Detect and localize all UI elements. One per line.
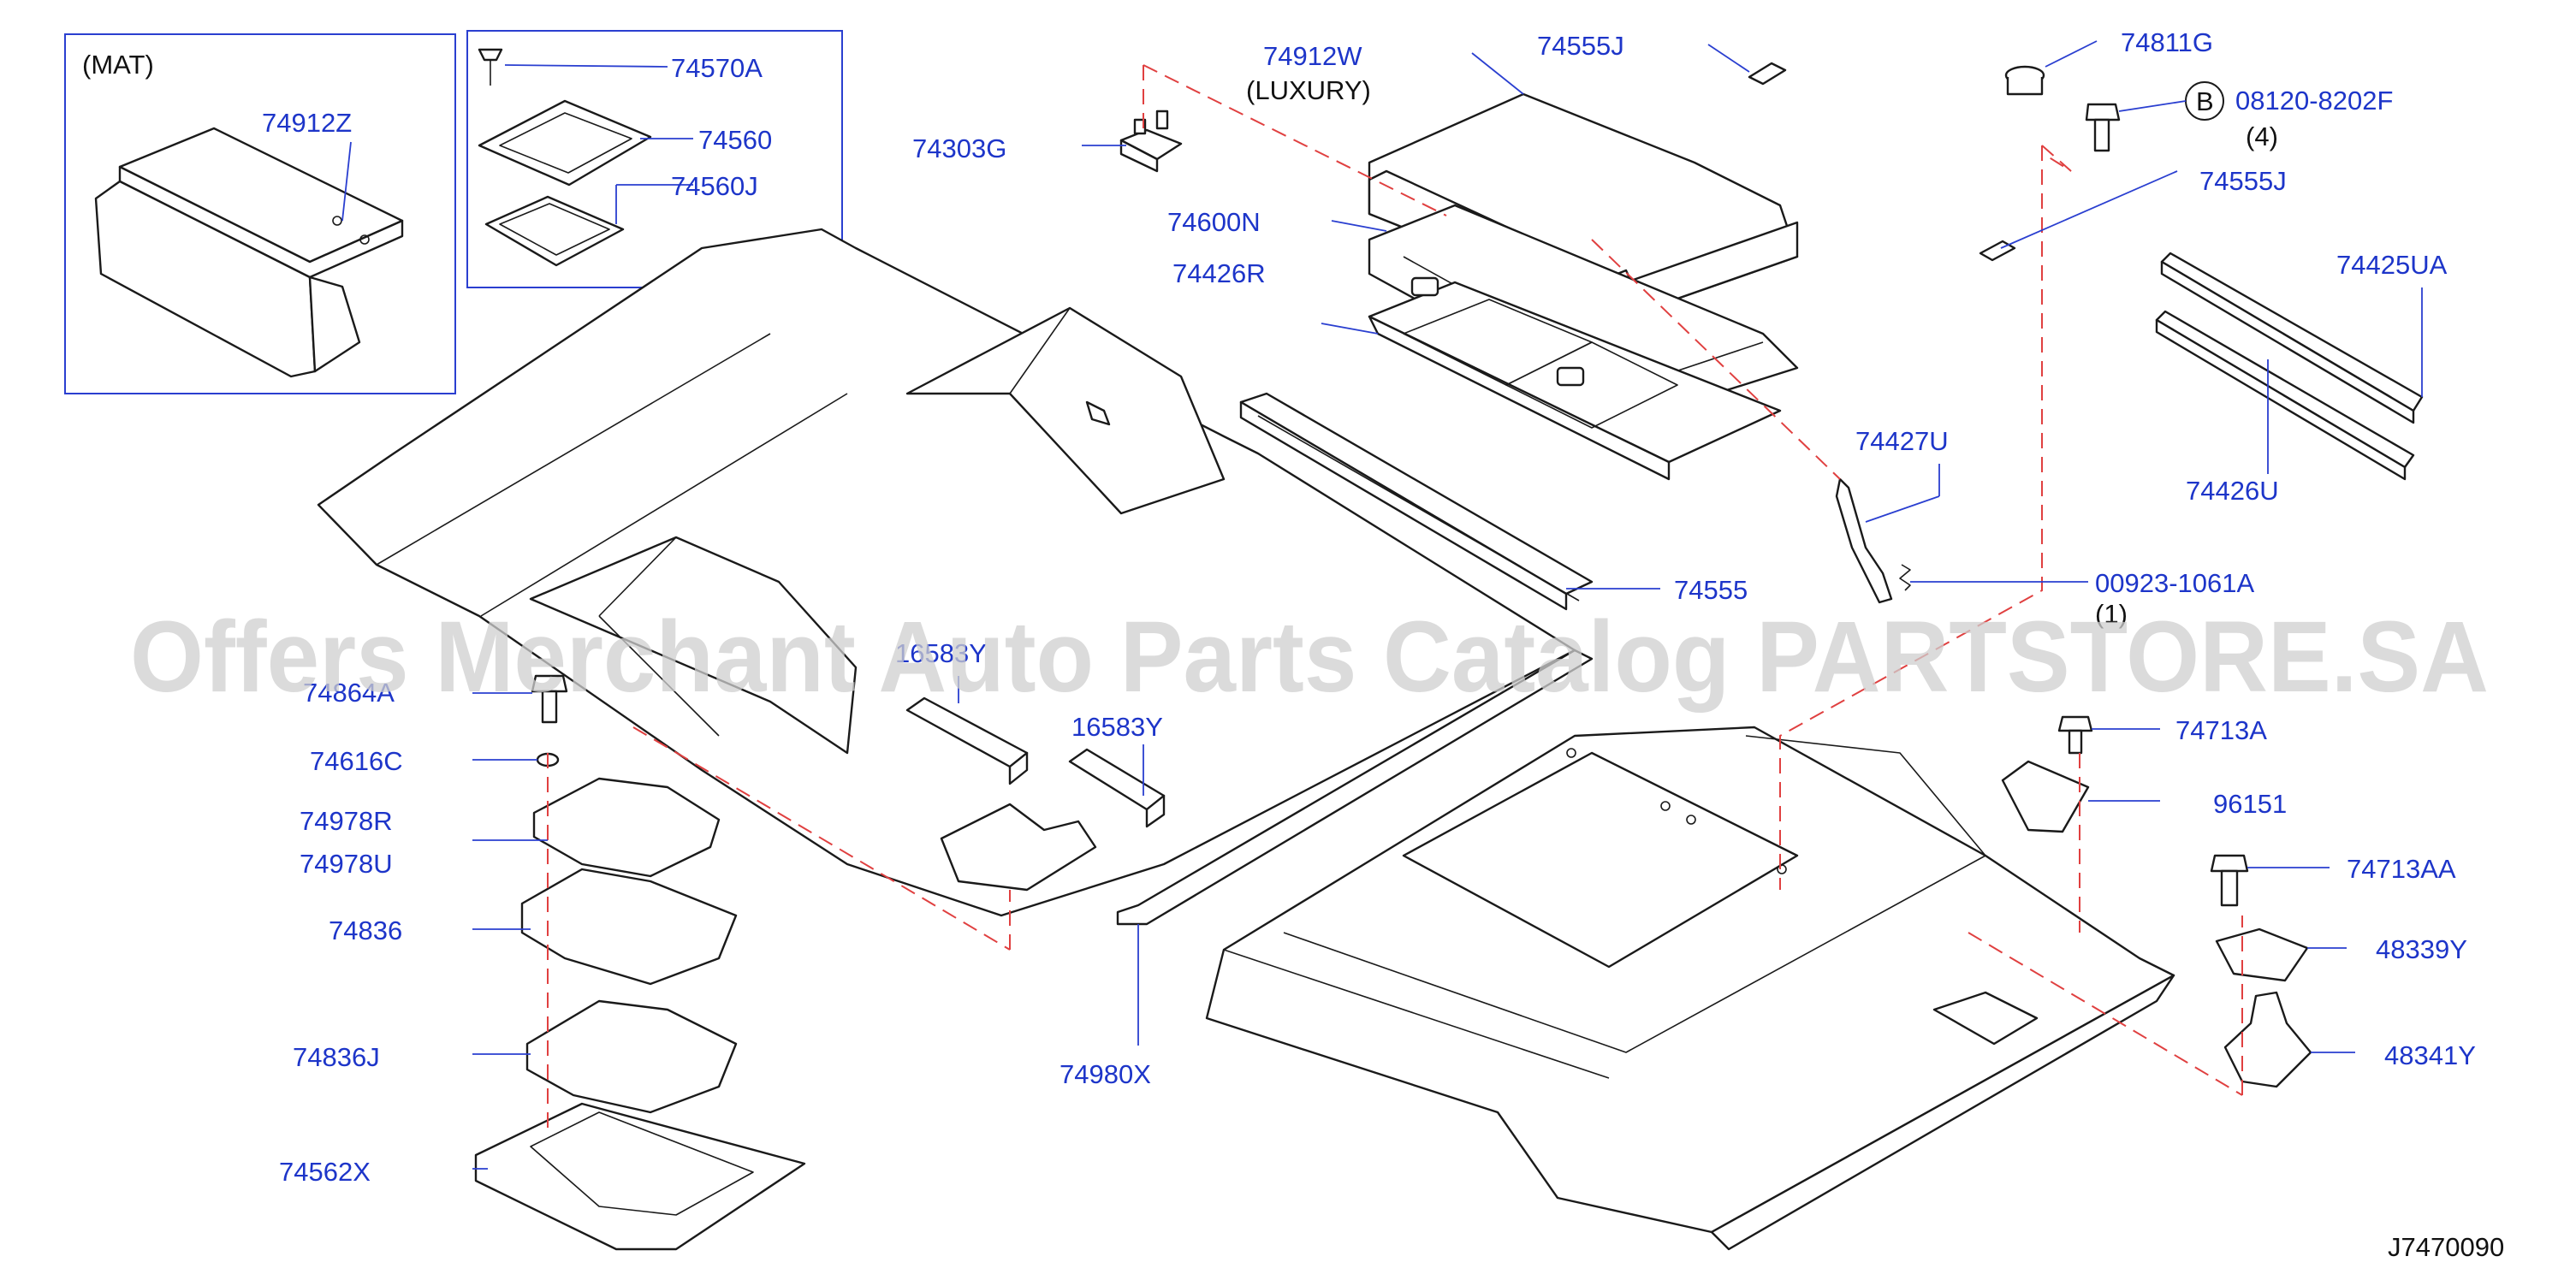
- label-74978r: 74978R: [300, 806, 393, 836]
- floor-pan-drawing: [1205, 726, 2175, 1251]
- leader-lines: [341, 40, 2423, 1170]
- foam-pads: [905, 696, 1166, 892]
- qty-note-b: (4): [2246, 121, 2278, 151]
- label-74560: 74560: [698, 125, 772, 155]
- label-74555j-top: 74555J: [1537, 31, 1624, 61]
- label-74555: 74555: [1674, 575, 1748, 605]
- label-74303g: 74303G: [912, 133, 1006, 163]
- label-74600n: 74600N: [1167, 207, 1261, 237]
- label-74836j: 74836J: [293, 1042, 380, 1072]
- label-74616c: 74616C: [310, 746, 403, 776]
- tonneau-rail-drawing: [1239, 392, 1594, 611]
- label-74836: 74836: [329, 916, 402, 945]
- label-74912w: 74912W: [1263, 41, 1362, 71]
- label-74713aa: 74713AA: [2347, 854, 2456, 884]
- cargo-floor-trim: [317, 228, 1576, 917]
- drawing-code: J7470090: [2388, 1232, 2504, 1262]
- label-74978u: 74978U: [300, 849, 393, 879]
- luxury-box-drawing: [1368, 92, 1799, 481]
- qty-note-1: (1): [2095, 599, 2128, 629]
- watermark: Offers Merchant Auto Parts Catalog PARTS…: [130, 601, 2489, 714]
- label-74425ua: 74425UA: [2336, 250, 2448, 280]
- label-74555j-right: 74555J: [2199, 166, 2287, 196]
- label-74980x: 74980X: [1059, 1059, 1151, 1089]
- label-74562x: 74562X: [279, 1157, 371, 1187]
- sill-strip-drawing: [1116, 649, 1594, 926]
- label-74560j: 74560J: [671, 171, 758, 201]
- mat-inset-box: [64, 33, 456, 394]
- mat-title: (MAT): [82, 50, 154, 80]
- label-16583y-b: 16583Y: [1071, 712, 1163, 742]
- service-hatch-drawing: [478, 48, 652, 267]
- hardware-drawings: [474, 62, 2312, 1251]
- alignment-lines: [547, 64, 2243, 1129]
- label-48339y: 48339Y: [2376, 934, 2467, 964]
- label-74713a: 74713A: [2175, 715, 2267, 745]
- label-74427u: 74427U: [1855, 426, 1949, 456]
- label-74426r: 74426R: [1172, 258, 1266, 288]
- label-74811g: 74811G: [2121, 27, 2213, 57]
- label-00923-1061a: 00923-1061A: [2095, 568, 2254, 598]
- label-16583y-a: 16583Y: [895, 638, 987, 668]
- label-74570a: 74570A: [671, 53, 763, 83]
- label-96151: 96151: [2213, 789, 2287, 819]
- luxury-note: (LUXURY): [1246, 75, 1371, 105]
- label-74864a: 74864A: [303, 678, 395, 708]
- label-48341y: 48341Y: [2384, 1040, 2476, 1070]
- floor-mat-drawing: [94, 127, 404, 378]
- b-marker: B: [2196, 86, 2214, 116]
- part-labels: (MAT) 74912Z 74570A 74560 74560J 74303G …: [82, 27, 2504, 1262]
- right-foam-strips: [2155, 252, 2424, 481]
- label-74426u: 74426U: [2186, 476, 2279, 506]
- label-74912z: 74912Z: [262, 108, 352, 138]
- label-08120-8202f: 08120-8202F: [2235, 86, 2393, 116]
